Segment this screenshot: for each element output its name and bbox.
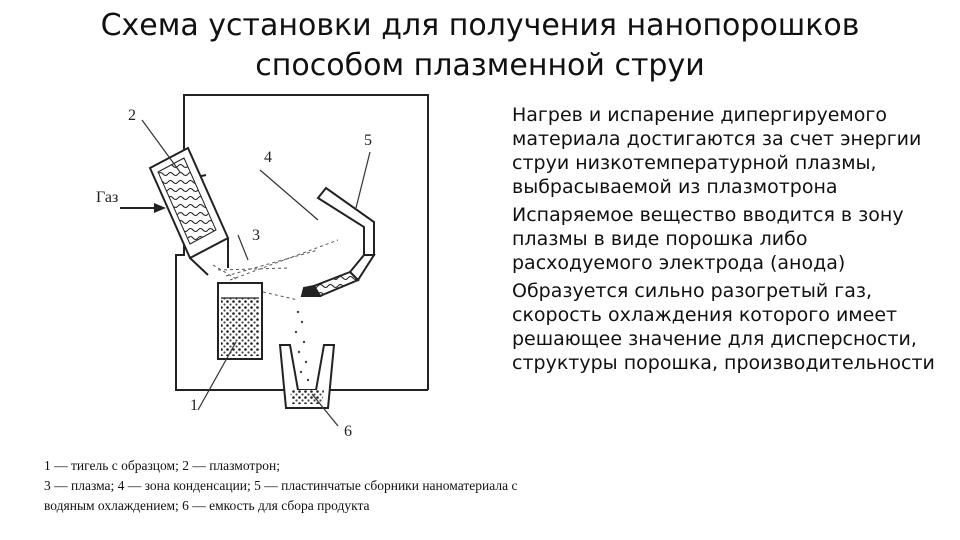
title-line-2: способом плазменной струи bbox=[255, 48, 705, 83]
bullet-points: Нагрев и испарение дипергируемого матери… bbox=[512, 103, 952, 379]
gas-label: Газ bbox=[96, 189, 118, 206]
caption-line-2: 3 — плазма; 4 — зона конденсации; 5 — пл… bbox=[44, 478, 518, 493]
caption-line-3: водяным охлаждением; 6 — емкость для сбо… bbox=[44, 498, 370, 513]
plasma-setup-diagram: Газ bbox=[88, 90, 508, 450]
product-container bbox=[278, 344, 336, 409]
falling-powder bbox=[294, 310, 310, 382]
gas-inlet-arrow bbox=[120, 203, 166, 213]
plasma-jet bbox=[212, 239, 339, 301]
collector-plates bbox=[300, 186, 376, 298]
caption-line-1: 1 — тигель с образцом; 2 — плазмотрон; bbox=[44, 458, 280, 473]
label-5: 5 bbox=[364, 132, 372, 149]
point-3: Образуется сильно разогретый газ, скорос… bbox=[512, 280, 935, 374]
label-4: 4 bbox=[264, 149, 272, 166]
title-line-1: Схема установки для получения нанопорошк… bbox=[100, 8, 860, 43]
crucible-with-sample bbox=[217, 282, 263, 360]
label-1: 1 bbox=[190, 397, 198, 414]
plasmatron bbox=[148, 146, 230, 276]
figure-caption: 1 — тигель с образцом; 2 — плазмотрон; 3… bbox=[44, 456, 744, 516]
chamber-wall bbox=[175, 94, 429, 391]
point-1: Нагрев и испарение дипергируемого матери… bbox=[512, 104, 922, 198]
label-2: 2 bbox=[128, 107, 136, 124]
label-3: 3 bbox=[252, 227, 260, 244]
leader-lines bbox=[141, 119, 371, 427]
slide-title: Схема установки для получения нанопорошк… bbox=[0, 6, 960, 86]
label-6: 6 bbox=[344, 423, 352, 440]
point-2: Испаряемое вещество вводится в зону плаз… bbox=[512, 204, 904, 274]
diagram-svg: Газ bbox=[96, 94, 429, 440]
